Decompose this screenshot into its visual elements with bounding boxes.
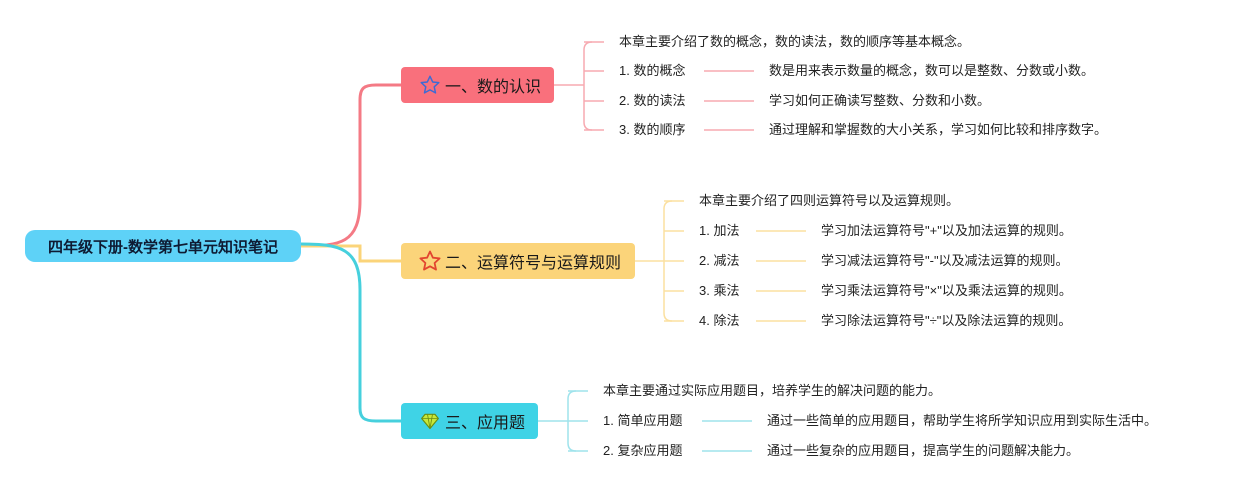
diamond-icon (417, 408, 443, 434)
topic-node-word-problems[interactable]: 三、应用题 (401, 403, 538, 439)
topic-node-number-recognition[interactable]: 一、数的认识 (401, 67, 554, 103)
star-outline-icon (417, 72, 443, 98)
topic-label: 三、应用题 (445, 415, 526, 432)
subtopic-label: 2. 数的读法 (619, 93, 686, 108)
subtopic-description: 学习加法运算符号"+"以及加法运算的规则。 (821, 223, 1072, 238)
root-node[interactable]: 四年级下册-数学第七单元知识笔记 (25, 230, 301, 262)
topic-intro: 本章主要介绍了数的概念，数的读法，数的顺序等基本概念。 (619, 34, 971, 49)
topic-intro: 本章主要通过实际应用题目，培养学生的解决问题的能力。 (603, 383, 942, 398)
subtopic-label: 2. 复杂应用题 (603, 443, 683, 458)
subtopic-label: 1. 加法 (699, 223, 740, 238)
bracket-topic-2 (635, 200, 806, 322)
subtopic-label: 3. 乘法 (699, 283, 740, 298)
subtopic-description: 数是用来表示数量的概念，数可以是整数、分数或小数。 (769, 63, 1095, 78)
subtopic-description: 通过理解和掌握数的大小关系，学习如何比较和排序数字。 (769, 122, 1108, 137)
subtopic-description: 学习减法运算符号"-"以及减法运算的规则。 (821, 253, 1069, 268)
topic-node-operations[interactable]: 二、运算符号与运算规则 (401, 243, 635, 279)
subtopic-label: 1. 数的概念 (619, 63, 686, 78)
subtopic-description: 学习除法运算符号"÷"以及除法运算的规则。 (821, 313, 1072, 328)
topic-label: 二、运算符号与运算规则 (445, 255, 622, 272)
bracket-topic-3 (538, 390, 752, 452)
bracket-topic-1 (554, 41, 754, 131)
connector-root-topic-3 (300, 242, 401, 423)
subtopic-description: 学习乘法运算符号"×"以及乘法运算的规则。 (821, 283, 1072, 298)
subtopic-description: 通过一些简单的应用题目，帮助学生将所学知识应用到实际生活中。 (767, 413, 1158, 428)
root-title: 四年级下册-数学第七单元知识笔记 (48, 238, 278, 256)
subtopic-label: 3. 数的顺序 (619, 122, 686, 137)
subtopic-description: 学习如何正确读写整数、分数和小数。 (769, 93, 991, 108)
topic-intro: 本章主要介绍了四则运算符号以及运算规则。 (699, 193, 960, 208)
subtopic-description: 通过一些复杂的应用题目，提高学生的问题解决能力。 (767, 443, 1080, 458)
subtopic-label: 4. 除法 (699, 313, 740, 328)
subtopic-label: 1. 简单应用题 (603, 413, 683, 428)
connector-root-topic-1 (300, 83, 401, 248)
topic-label: 一、数的认识 (445, 79, 542, 96)
star-icon (417, 248, 443, 274)
subtopic-label: 2. 减法 (699, 253, 740, 268)
